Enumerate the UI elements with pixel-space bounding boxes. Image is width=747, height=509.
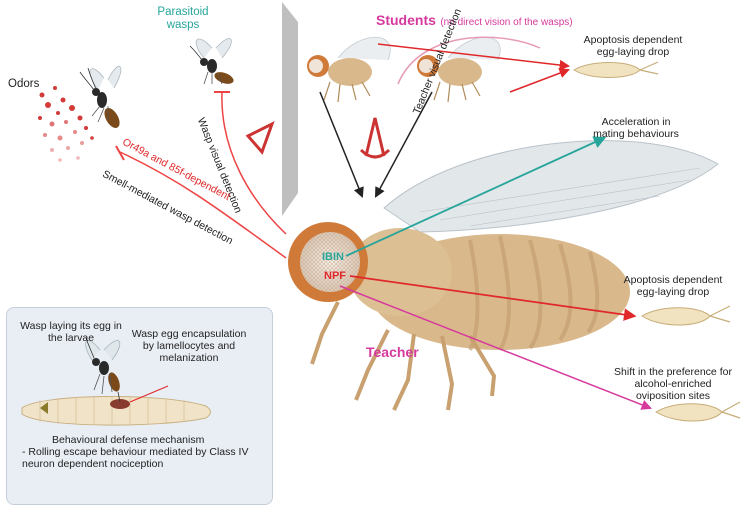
label-drop-right: Apoptosis dependent egg-laying drop xyxy=(623,274,723,299)
label-defense-mechanism: Behavioural defense mechanism - Rolling … xyxy=(22,434,249,471)
inhibit-line-visual xyxy=(221,91,287,235)
egg-drop-right xyxy=(641,305,731,326)
wasp-laying xyxy=(85,337,121,403)
label-parasitoid-wasps: Parasitoid wasps xyxy=(157,6,209,32)
egg-drop-top xyxy=(573,61,659,78)
label-teacher: Teacher xyxy=(366,344,419,360)
arrow-teacher-vision-1 xyxy=(319,91,364,198)
inhibit-bar-smell xyxy=(115,145,125,161)
label-ibin: IBIN xyxy=(322,251,344,263)
wasp-parasitoid xyxy=(189,38,234,85)
odor-particles xyxy=(38,86,94,162)
larva xyxy=(21,396,211,426)
student-arc xyxy=(397,36,541,85)
arrow-teacher-oviposition xyxy=(339,285,652,410)
arrow-npf-drop xyxy=(349,275,637,321)
label-drop-top: Apoptosis dependent egg-laying drop xyxy=(583,34,683,59)
arrow-teacher-vision-2 xyxy=(375,91,433,198)
arrow-students-drop-2 xyxy=(509,68,570,93)
label-odors: Odors xyxy=(8,78,40,90)
student-fly-1 xyxy=(307,36,391,103)
eye-symbol-students xyxy=(359,117,391,159)
teacher-fly xyxy=(288,140,719,411)
label-students: Students (no direct vision of the wasps) xyxy=(376,12,573,28)
wasp-odor xyxy=(79,66,122,128)
visual-barrier xyxy=(282,2,298,216)
label-shift-preference: Shift in the preference for alcohol-enri… xyxy=(614,366,732,403)
label-npf: NPF xyxy=(324,270,346,282)
label-encapsulation: Wasp egg encapsulation by lamellocytes a… xyxy=(131,328,247,365)
label-wasp-laying: Wasp laying its egg in the larvae xyxy=(20,320,122,345)
arrow-ibin-mating xyxy=(345,136,607,257)
label-acceleration: Acceleration in mating behaviours xyxy=(593,116,679,141)
egg-oviposition xyxy=(655,401,741,422)
eye-symbol-wasp xyxy=(245,120,275,155)
arrow-students-drop-1 xyxy=(377,43,571,71)
encapsulation-pointer xyxy=(129,385,169,403)
inhibit-line-smell xyxy=(119,151,287,259)
